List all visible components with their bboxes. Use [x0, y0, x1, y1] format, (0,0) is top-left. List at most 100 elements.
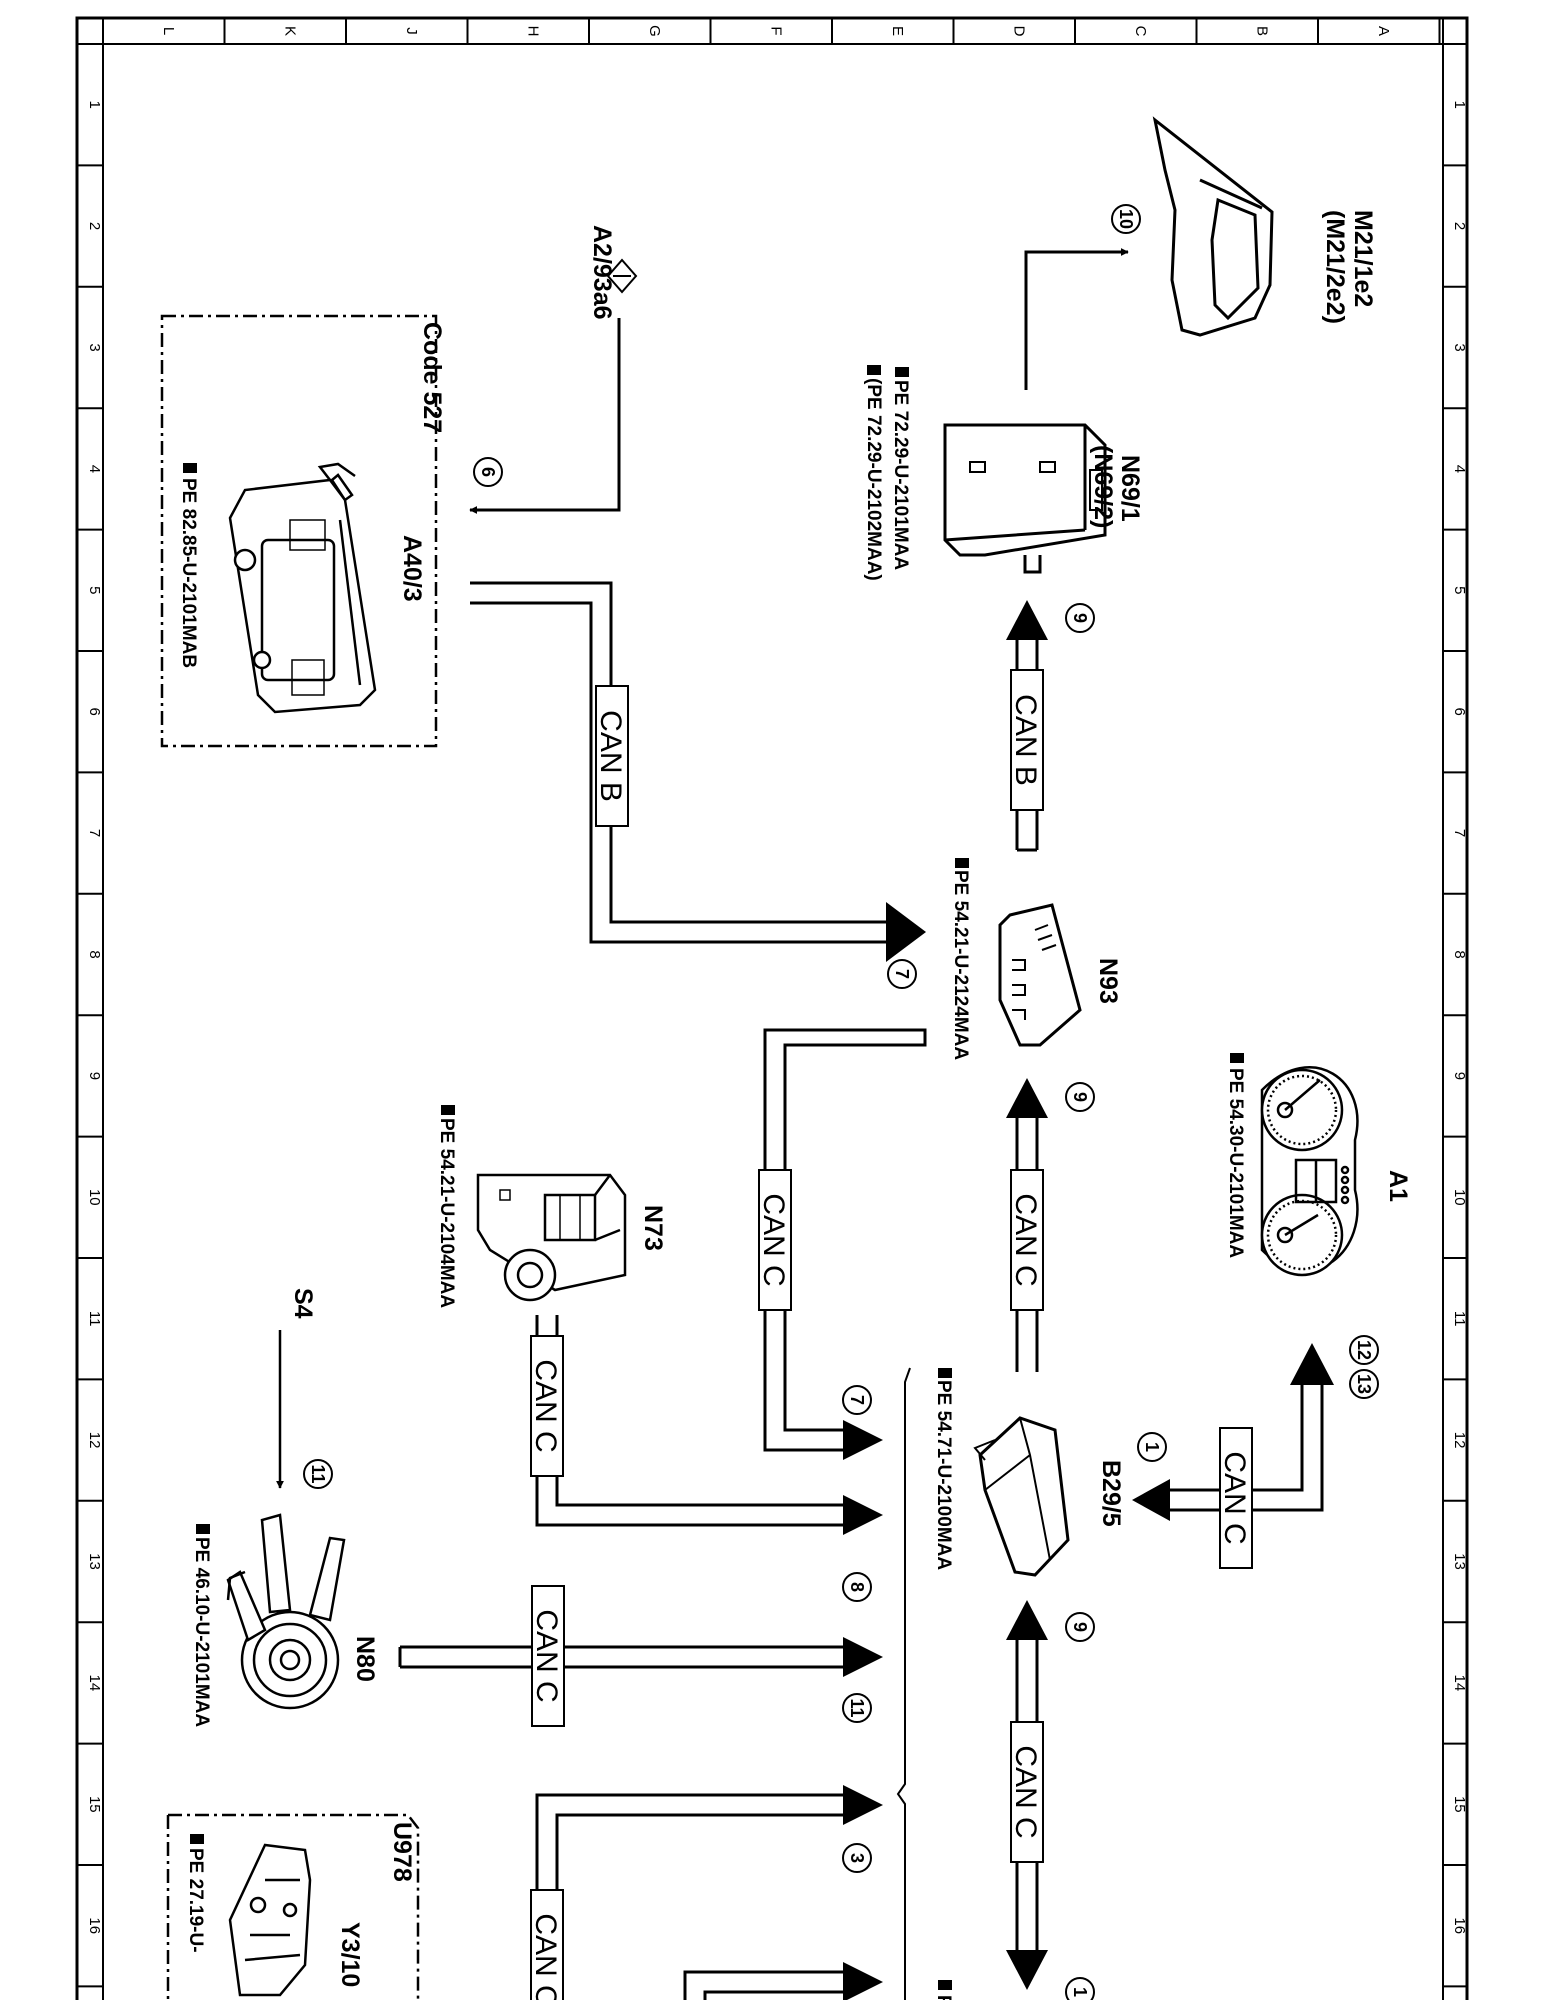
can-box-c-n73: CAN C: [529, 1335, 564, 1477]
grid-column-label: D: [1010, 26, 1027, 37]
grid-row-label: 10: [1451, 1189, 1468, 1206]
svg-text:CAN C: CAN C: [1218, 1451, 1251, 1544]
grid-row-label: 4: [86, 465, 103, 473]
can-box-c-n80: CAN C: [530, 1585, 565, 1727]
arrowhead-bus-3: [843, 1785, 883, 1825]
grid-row-label: 12: [86, 1432, 103, 1449]
can-bus-labels: CAN B CAN B CAN C CAN C CAN C CAN C CAN …: [529, 669, 1253, 2000]
grid-row-label: 11: [86, 1311, 103, 1327]
grid-row-label: 14: [1451, 1675, 1468, 1692]
grid-row-label: 14: [86, 1675, 103, 1692]
svg-text:CAN B: CAN B: [1009, 694, 1042, 786]
grid-column-label: L: [160, 27, 177, 35]
n73-switch-illustration: [476, 1173, 627, 1302]
a40-label: A40/3: [398, 535, 426, 602]
grid-row-ticks: [77, 164, 1467, 1988]
can-box-c-b29: CAN C: [1009, 1721, 1044, 1863]
a40-ref: PE 82.85-U-2101MAB: [178, 478, 199, 668]
hand-pointer-icon: [196, 1524, 210, 1534]
bus-bracket: [896, 1367, 911, 2000]
n69-label: N69/1: [1116, 455, 1144, 522]
canc-n73-to-bus: [535, 1315, 843, 1527]
circle-13: 13: [1349, 1369, 1379, 1399]
grid-row-label: 5: [1451, 586, 1468, 594]
can-box-c-a1: CAN C: [1218, 1427, 1253, 1569]
svg-text:CAN B: CAN B: [594, 710, 627, 802]
svg-text:CAN C: CAN C: [757, 1193, 790, 1286]
b29-label: B29/5: [1097, 1460, 1125, 1527]
circle-10: 10: [1111, 204, 1141, 234]
arrowhead-b29-left: [1132, 1479, 1170, 1521]
grid-row-label: 13: [1451, 1553, 1468, 1570]
n93-module-illustration: [998, 903, 1082, 1047]
svg-text:12: 12: [1354, 1340, 1374, 1360]
n69-alt-label: (N69/2): [1089, 445, 1117, 528]
drawing-frame: [75, 16, 1469, 2000]
n80-steering-module-illustration: [226, 1513, 346, 1710]
svg-text:CAN C: CAN C: [529, 1913, 562, 2000]
n69-module-illustration: [943, 423, 1107, 574]
circle-3: 3: [842, 1843, 872, 1873]
n80-label: N80: [351, 1636, 379, 1682]
svg-text:9: 9: [1070, 1092, 1090, 1102]
canb-a40-to-n93: [470, 581, 886, 944]
svg-text:CAN C: CAN C: [1009, 1193, 1042, 1286]
can-box-b-1: CAN B: [594, 685, 629, 827]
circle-9-n69: 9: [1065, 603, 1095, 633]
hand-pointer-icon: [938, 1368, 952, 1378]
grid-column-label: G: [646, 25, 663, 37]
svg-text:11: 11: [847, 1698, 867, 1717]
n93-label: N93: [1094, 958, 1122, 1004]
can-box-c-mid: CAN C: [757, 1169, 792, 1311]
m21-label: M21/1e2: [1349, 210, 1377, 307]
grid-row-label: 15: [1451, 1796, 1468, 1813]
a1-label: A1: [1384, 1170, 1412, 1202]
grid-row-label: 3: [1451, 343, 1468, 351]
grid-row-label: 10: [86, 1189, 103, 1206]
svg-text:1: 1: [1142, 1442, 1162, 1452]
n69-ref1: PE 72.29-U-2101MAA: [890, 380, 911, 570]
arrowhead-n93: [886, 902, 926, 962]
arrow-a2-to-a40: [469, 318, 621, 514]
svg-text:6: 6: [478, 467, 498, 477]
hand-pointer-icon: [938, 1980, 952, 1990]
y3-code: U978: [388, 1822, 416, 1882]
svg-text:CAN C: CAN C: [529, 1359, 562, 1452]
grid-row-label: 6: [1451, 708, 1468, 716]
grid-row-label: 9: [86, 1072, 103, 1080]
hand-pointer-icon: [867, 365, 881, 375]
hand-pointer-icon: [190, 1834, 204, 1844]
grid-row-label: 1: [1451, 101, 1468, 109]
grid-column-label: E: [889, 26, 906, 36]
circle-8: 8: [842, 1572, 872, 1602]
circle-1-lower: 1: [1065, 1977, 1095, 2000]
canc-n93-to-bus: [763, 1028, 927, 1452]
arrowheads: [843, 600, 1334, 2000]
hand-pointer-icon: [895, 367, 909, 377]
grid-column-label: C: [1132, 26, 1149, 37]
grid-row-label: 15: [86, 1796, 103, 1813]
grid-column-label: F: [767, 26, 784, 35]
svg-text:8: 8: [847, 1582, 867, 1592]
n73-ref: PE 54.21-U-2104MAA: [436, 1118, 457, 1308]
can-box-b-2: CAN B: [1009, 669, 1044, 811]
can-box-c-y3: CAN C: [529, 1889, 564, 2000]
grid-column-label: J: [403, 27, 420, 35]
n93-ref: PE 54.21-U-2124MAA: [950, 870, 971, 1060]
grid-row-label: 2: [86, 222, 103, 230]
arrowhead-n93-bottom: [1006, 1078, 1048, 1118]
svg-text:13: 13: [1354, 1374, 1374, 1394]
b29-ref: PE 54.71-U-2100MAA: [933, 1380, 954, 1570]
b29-sensor-illustration: [973, 1416, 1070, 1577]
can-box-c-n93: CAN C: [1009, 1169, 1044, 1311]
grid-row-label: 11: [1451, 1311, 1468, 1327]
arrowhead-bus-8: [843, 1495, 883, 1535]
a2-label: A2/93a6: [588, 225, 616, 320]
svg-text:CAN C: CAN C: [1009, 1745, 1042, 1838]
svg-text:CAN C: CAN C: [530, 1609, 563, 1702]
grid-row-label: 8: [86, 950, 103, 958]
grid-row-label: 1: [86, 101, 103, 109]
hand-pointer-icon: [955, 858, 969, 868]
